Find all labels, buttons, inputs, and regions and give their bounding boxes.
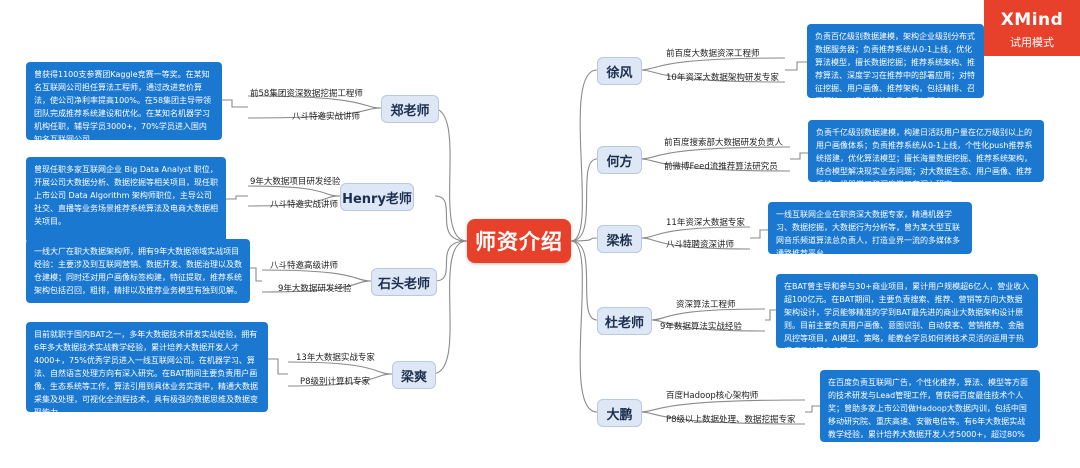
topic-shitou[interactable]: 石头老师	[371, 268, 437, 296]
subtopic-liangshuang-1[interactable]: 13年大数据实战专家	[296, 353, 375, 363]
subtopic-shitou-1[interactable]: 八斗特邀高级讲师	[270, 261, 339, 271]
desc-du[interactable]: 在BAT曾主导和参与30+商业项目，累计用户规模超6亿人，营业收入超100亿元。…	[776, 274, 1038, 348]
subtopic-xufeng-2[interactable]: 10年资深大数据架构研发专家	[666, 73, 779, 83]
topic-henry[interactable]: Henry老师	[340, 183, 414, 211]
desc-xufeng[interactable]: 负责百亿级别数据建模，架构企业级别分布式数据服务器；负责推荐系统从0-1上线，优…	[807, 24, 984, 98]
topic-xufeng[interactable]: 徐风	[597, 57, 642, 85]
central-topic[interactable]: 师资介绍	[467, 219, 571, 263]
subtopic-du-2[interactable]: 9年数据算法实战经验	[660, 322, 742, 332]
desc-hefang[interactable]: 负责千亿级别数据建模，构建日活跃用户量在亿万级别以上的用户画像体系；负责推荐系统…	[808, 120, 1044, 182]
desc-dapeng[interactable]: 在百度负责互联网广告，个性化推荐，算法、模型等方面的技术研发与Lead管理工作，…	[820, 370, 1040, 442]
subtopic-zheng-1[interactable]: 前58集团资深数据挖掘工程师	[250, 89, 363, 99]
desc-henry[interactable]: 曾现任职多家互联网企业 Big Data Analyst 职位，开展公司大数据分…	[26, 157, 226, 243]
subtopic-henry-1[interactable]: 9年大数据项目研发经验	[250, 177, 341, 187]
subtopic-henry-2[interactable]: 八斗特邀实战讲师	[270, 200, 339, 210]
desc-liangdong[interactable]: 一线互联网企业在职资深大数据专家，精通机器学习、数据挖掘，大数据行为分析等，曾为…	[768, 202, 972, 254]
topic-zheng[interactable]: 郑老师	[381, 95, 439, 123]
subtopic-du-1[interactable]: 资深算法工程师	[676, 300, 736, 310]
subtopic-shitou-2[interactable]: 9年大数据研发经验	[278, 284, 352, 294]
topic-liangshuang[interactable]: 梁爽	[392, 361, 436, 389]
subtopic-hefang-1[interactable]: 前百度搜索部大数据研发负责人	[664, 138, 784, 148]
subtopic-dapeng-2[interactable]: P8级以上数据处理、数据挖掘专家	[666, 415, 796, 425]
subtopic-liangdong-1[interactable]: 11年资深大数据专家	[666, 218, 745, 228]
watermark-mode: 试用模式	[1010, 36, 1054, 49]
topic-dapeng[interactable]: 大鹏	[597, 399, 642, 427]
subtopic-liangshuang-2[interactable]: P8级别计算机专家	[300, 377, 371, 387]
subtopic-zheng-2[interactable]: 八斗特邀实战讲师	[292, 112, 361, 122]
desc-liangshuang[interactable]: 目前就职于国内BAT之一，多年大数据技术研发实战经验，拥有6年多大数据技术实战教…	[26, 322, 268, 412]
subtopic-dapeng-1[interactable]: 百度Hadoop核心架构师	[666, 391, 759, 401]
topic-liangdong[interactable]: 梁栋	[597, 225, 642, 253]
desc-zheng[interactable]: 曾获得1100支参赛团Kaggle竞赛一等奖。在某知名互联网公司担任算法工程师，…	[26, 62, 222, 140]
watermark-brand: XMind	[1000, 10, 1064, 30]
topic-du[interactable]: 杜老师	[597, 307, 652, 335]
subtopic-xufeng-1[interactable]: 前百度大数据资深工程师	[666, 49, 760, 59]
subtopic-hefang-2[interactable]: 前微博Feed流推荐算法研究员	[664, 162, 778, 172]
desc-shitou[interactable]: 一线大厂在职大数据架构师，拥有9年大数据领域实战项目经验：主要涉及到互联网营销、…	[26, 239, 250, 303]
topic-hefang[interactable]: 何方	[597, 146, 642, 174]
subtopic-liangdong-2[interactable]: 八斗特聘资深讲师	[666, 240, 735, 250]
xmind-trial-watermark: XMind 试用模式	[984, 0, 1080, 56]
